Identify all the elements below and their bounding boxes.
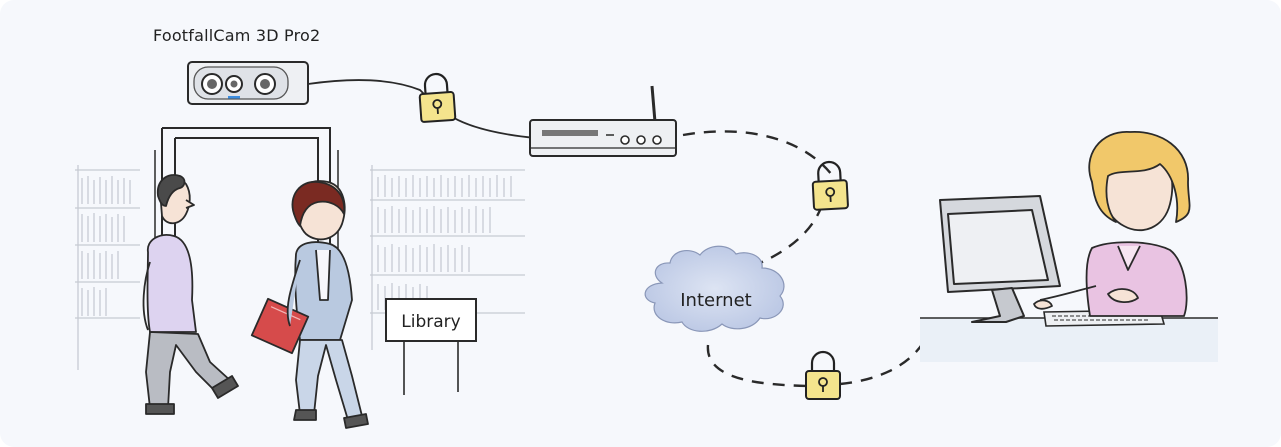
- lock-icon: [417, 71, 457, 124]
- lock-icon: [804, 350, 842, 401]
- footfallcam-device: [187, 61, 309, 105]
- library-sign: Library: [385, 298, 477, 395]
- router-device: [529, 85, 677, 157]
- bookshelf-left: [75, 165, 140, 370]
- lock-icon: [810, 160, 850, 211]
- internet-cloud: Internet: [644, 245, 785, 332]
- computer-monitor: [939, 195, 1061, 323]
- cable-camera-router: [307, 79, 536, 139]
- sign-label: Library: [401, 312, 460, 332]
- device-label: FootfallCam 3D Pro2: [153, 26, 321, 45]
- operator-figure: [1033, 131, 1191, 317]
- dashed-links: [682, 130, 927, 388]
- bookshelf-right: [370, 165, 525, 350]
- man-figure: [142, 174, 239, 415]
- woman-figure: [250, 180, 369, 429]
- cloud-label: Internet: [680, 290, 751, 311]
